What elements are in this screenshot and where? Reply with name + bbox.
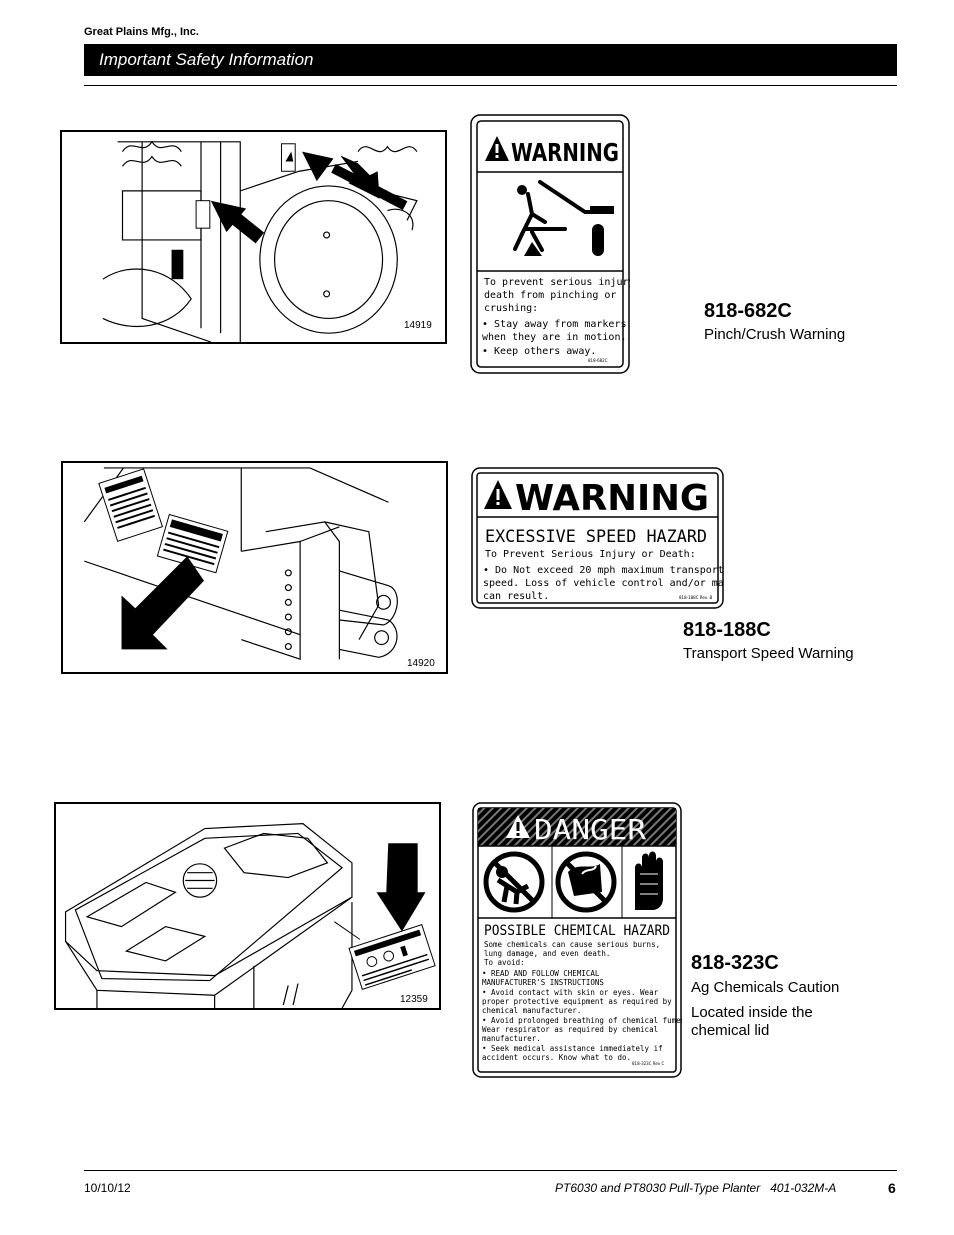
header-rule <box>84 85 897 86</box>
decal-text-line: chemical manufacturer. <box>482 1006 581 1015</box>
warning-triangle-icon <box>506 815 530 838</box>
page-number: 6 <box>888 1180 896 1196</box>
warning-triangle-icon <box>485 136 509 161</box>
no-drink-icon <box>555 851 617 913</box>
decal-signal-word: WARNING <box>511 138 619 167</box>
decal-text-line: • Avoid contact with skin or eyes. Wear <box>482 988 659 997</box>
marker-line-drawing <box>102 140 418 342</box>
section-title-bar: Important Safety Information <box>84 44 897 76</box>
part-description: Transport Speed Warning <box>683 645 854 662</box>
decal-text-line: speed. Loss of vehicle control and/or ma… <box>483 578 724 589</box>
decal-image-chemical-danger: DANGER POSSIBLE CHEMICAL HAZARD Some che… <box>472 802 682 1078</box>
illustration-number: 12359 <box>400 994 428 1005</box>
decal-text-line: To prevent serious injury or <box>484 277 630 288</box>
illustration-number: 14920 <box>407 658 435 669</box>
decal-text-line: • Stay away from markers <box>482 319 627 330</box>
decal-text-line: To Prevent Serious Injury or Death: <box>485 549 696 560</box>
decal-signal-word: WARNING <box>515 478 709 519</box>
decal-text-line: Wear respirator as required by chemical <box>482 1025 658 1034</box>
part-description: Ag Chemicals Caution <box>691 979 840 996</box>
decal-text-line: To avoid: <box>484 958 525 967</box>
decal-hazard: POSSIBLE CHEMICAL HAZARD <box>484 923 670 939</box>
decal-text-line: • Seek medical assistance immediately if <box>482 1044 663 1053</box>
part-description: Pinch/Crush Warning <box>704 326 846 343</box>
decal-text-line: accident occurs. Know what to do. <box>482 1053 631 1062</box>
decal-signal-word: DANGER <box>534 813 646 846</box>
arrow-icon <box>376 843 426 932</box>
footer-manual-title: PT6030 and PT8030 Pull-Type Planter 401-… <box>555 1181 837 1195</box>
illustration-marker-decal-location: 14919 <box>60 130 447 344</box>
part-location-note: Located inside the chemical lid <box>691 1004 813 1039</box>
decal-text-line: • Do Not exceed 20 mph maximum transport <box>483 565 724 576</box>
footer-rule <box>84 1170 897 1171</box>
decal-text-line: death from pinching or <box>484 290 616 301</box>
no-child-icon <box>483 851 545 913</box>
decal-text-line: can result. <box>483 591 549 602</box>
warning-triangle-icon <box>484 480 512 509</box>
part-number: 818-682C <box>704 300 792 322</box>
decal-text-line: • Keep others away. <box>482 346 596 357</box>
part-number: 818-188C <box>683 619 771 641</box>
decal-text-line: lung damage, and even death. <box>484 949 610 958</box>
decal-text-line: proper protective equipment as required … <box>482 997 672 1006</box>
glove-icon <box>635 851 663 910</box>
chemical-lid-line-drawing <box>64 823 436 1008</box>
decal-code: 818-188C Rev. B <box>679 595 712 600</box>
decal-hazard: EXCESSIVE SPEED HAZARD <box>485 527 707 547</box>
decal-image-speed-warning: WARNING EXCESSIVE SPEED HAZARD To Preven… <box>471 467 724 609</box>
arrow-icon <box>121 556 204 650</box>
hitch-line-drawing <box>83 467 398 661</box>
footer-date: 10/10/12 <box>84 1181 131 1195</box>
part-number: 818-323C <box>691 952 779 974</box>
decal-code: 818-682C <box>588 358 608 363</box>
decal-text-line: when they are in motion. <box>482 332 627 343</box>
decal-text-line: manufacturer. <box>482 1034 541 1043</box>
decal-text-line: • Avoid prolonged breathing of chemical … <box>482 1016 682 1025</box>
arrow-icon <box>302 151 408 210</box>
decal-text-line: Some chemicals can cause serious burns, <box>484 940 660 949</box>
illustration-hitch-decal-location: 14920 <box>61 461 448 674</box>
illustration-chemical-lid-decal-location: 12359 <box>54 802 441 1010</box>
company-name: Great Plains Mfg., Inc. <box>84 26 199 38</box>
decal-text-line: • READ AND FOLLOW CHEMICAL <box>482 969 600 978</box>
decal-text-line: crushing: <box>484 303 538 314</box>
decal-code: 818-323C Rev C <box>632 1061 664 1066</box>
decal-image-pinch-warning: WARNING To prevent serious injury or dea… <box>470 114 630 374</box>
illustration-number: 14919 <box>404 320 432 331</box>
arrow-icon <box>210 200 265 244</box>
decal-text-line: MANUFACTURER'S INSTRUCTIONS <box>482 978 604 987</box>
section-title: Important Safety Information <box>99 50 314 69</box>
